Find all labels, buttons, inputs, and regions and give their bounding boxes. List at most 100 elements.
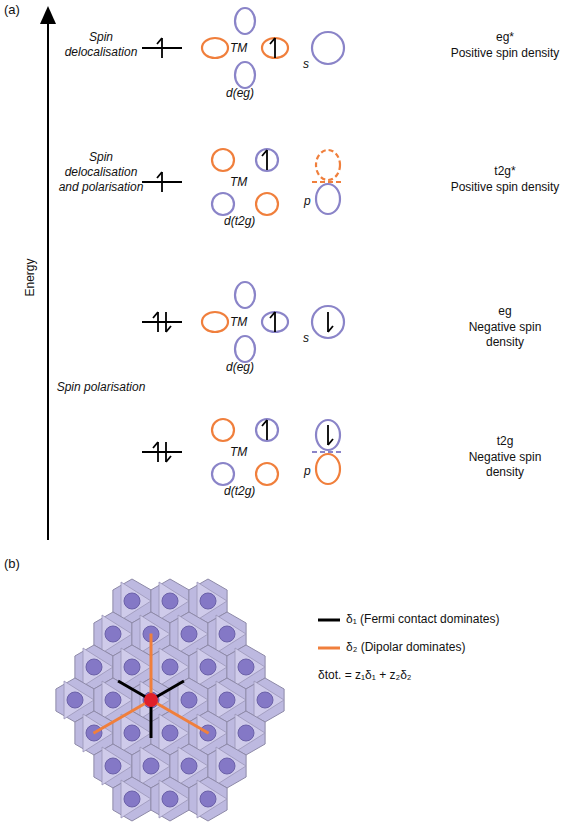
spin-arrow [274, 312, 276, 332]
spin-arrow [327, 425, 329, 445]
metal-site [86, 659, 102, 675]
energy-level [142, 451, 182, 453]
metal-site [162, 659, 178, 675]
metal-site [105, 758, 121, 774]
metal-site [162, 791, 178, 807]
center-site [144, 693, 158, 707]
orbital-name: t2g* [470, 164, 540, 179]
metal-site [67, 692, 83, 708]
panel-label: (b) [4, 556, 20, 571]
stroke [312, 181, 344, 183]
spin-arrow [157, 442, 159, 462]
delta2-path [151, 700, 209, 733]
orbital-lobe [212, 419, 234, 441]
orbital-lobe [316, 184, 340, 214]
orbital-lobe [235, 8, 255, 34]
spin-arrow [266, 150, 268, 170]
orbital-lobe [316, 420, 340, 450]
metal-site [143, 692, 159, 708]
orbital-lobe [202, 312, 228, 332]
orbital-label: d(t2g) [224, 484, 255, 499]
mechanism-label: Spin delocalisation and polarisation [56, 150, 146, 195]
orbital-lobe [256, 193, 278, 215]
spin-arrow [157, 312, 159, 332]
orbital-lobe [256, 149, 278, 171]
octahedron-face [121, 780, 151, 818]
tm-label: TM [230, 175, 247, 190]
spin-arrow [161, 38, 163, 58]
metal-site [181, 758, 197, 774]
s-orbital [312, 32, 344, 64]
metal-site [143, 758, 159, 774]
orbital-label: p [304, 194, 311, 209]
metal-site [105, 692, 121, 708]
octahedron-face [159, 780, 189, 818]
orbital-lobe [262, 38, 288, 58]
metal-site [162, 593, 178, 609]
spin-arrow [153, 312, 158, 318]
tm-label: TM [230, 315, 247, 330]
orbital-lobe [316, 150, 340, 180]
orbital-lobe [235, 282, 255, 308]
metal-site [219, 758, 235, 774]
mechanism-label: Spin delocalisation [56, 30, 146, 60]
axis-label: Energy [23, 258, 38, 296]
orbital-lobe [212, 193, 234, 215]
panel-label: (a) [4, 2, 20, 17]
orbital-lobe [235, 62, 255, 88]
metal-site [257, 692, 273, 708]
tm-label: TM [230, 41, 247, 56]
metal-site [124, 659, 140, 675]
orbital-label: p [304, 464, 311, 479]
metal-site [105, 626, 121, 642]
delta2-path [150, 634, 153, 701]
octahedron-face [216, 747, 246, 785]
metal-site [238, 725, 254, 741]
spin-arrow [328, 439, 333, 445]
orbital-label: s [303, 57, 309, 72]
spin-arrow [270, 38, 275, 44]
spin-density-label: Negative spin density [450, 320, 560, 350]
mechanism-label: Spin polarisation [56, 380, 146, 395]
spin-arrow [270, 312, 275, 318]
metal-site [219, 626, 235, 642]
s-orbital [312, 306, 344, 338]
spin-arrow [161, 172, 163, 192]
orbital-lobe [262, 312, 288, 332]
metal-site [162, 725, 178, 741]
lattice [56, 579, 284, 821]
spin-arrow [262, 420, 267, 426]
orbital-lobe [316, 454, 340, 484]
metal-site [124, 593, 140, 609]
spin-arrow [157, 38, 162, 44]
orbital-name: eg [470, 304, 540, 319]
metal-site [124, 791, 140, 807]
orbital-name: eg* [470, 30, 540, 45]
orbital-label: s [303, 331, 309, 346]
legend-text: δ₁ (Fermi contact dominates) [346, 612, 499, 627]
delta2-path [93, 700, 151, 733]
orbital-label: d(eg) [226, 86, 254, 101]
orbital-lobe [212, 149, 234, 171]
orbital-label: d(t2g) [224, 214, 255, 229]
energy-axis [47, 14, 49, 540]
orbital-lobe [212, 463, 234, 485]
spin-arrow [166, 326, 171, 332]
orbital-lobe [256, 419, 278, 441]
octahedron [189, 777, 227, 821]
metal-site [219, 692, 235, 708]
energy-level [142, 321, 182, 323]
metal-site [200, 791, 216, 807]
spin-arrow [165, 312, 167, 332]
orbital-label: d(eg) [226, 360, 254, 375]
levels [142, 38, 182, 462]
tm-label: TM [230, 445, 247, 460]
orbitals [202, 8, 344, 485]
orbital-lobe [256, 463, 278, 485]
octahedron-face [197, 780, 227, 818]
orbital-lobe [202, 38, 228, 58]
metal-site [200, 593, 216, 609]
orbital-lobe [235, 336, 255, 362]
spin-density-label: Positive spin density [450, 180, 560, 195]
